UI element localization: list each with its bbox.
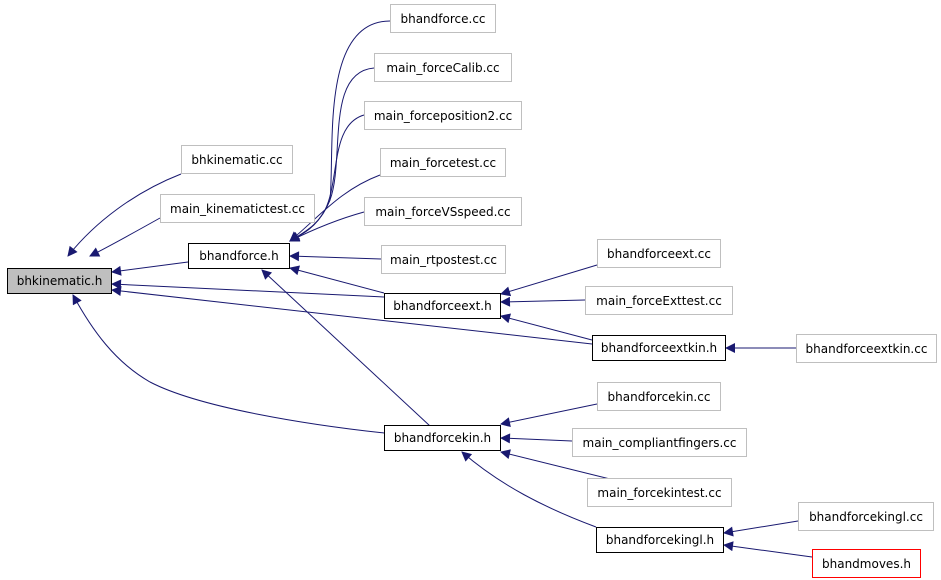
edge-main-compliantfingers-cc-to-bhandforcekin-h xyxy=(500,433,573,444)
edge-bhandforceext-h-to-bhkinematic-h xyxy=(111,279,385,298)
edge-main-forceposition2-cc-to-bhandforce-h xyxy=(289,114,365,242)
edge-bhandforceext-cc-to-bhandforceext-h xyxy=(500,264,598,297)
edge-bhandforcekingl-cc-to-bhandforcekingl-h xyxy=(723,520,799,537)
edge-main-forcevsspeed-cc-to-bhandforce-h xyxy=(289,211,365,242)
node-main-forcekintest-cc[interactable]: main_forcekintest.cc xyxy=(587,478,732,507)
node-bhandforceext-cc[interactable]: bhandforceext.cc xyxy=(597,239,721,268)
edge-bhandforceextkin-h-to-bhandforceext-h xyxy=(500,313,593,341)
edge-main-forcekintest-cc-to-bhandforcekin-h xyxy=(500,449,611,480)
node-bhandforcekin-h[interactable]: bhandforcekin.h xyxy=(384,425,501,451)
edge-main-forceexttest-cc-to-bhandforceext-h xyxy=(500,296,586,307)
node-main-rtpostest-cc[interactable]: main_rtpostest.cc xyxy=(381,245,506,274)
node-main-forcetest-cc[interactable]: main_forcetest.cc xyxy=(380,148,506,177)
node-bhandforce-cc[interactable]: bhandforce.cc xyxy=(390,4,496,33)
edge-bhandmoves-h-to-bhandforcekingl-h xyxy=(723,541,813,558)
edge-bhandforce-h-to-bhkinematic-h xyxy=(111,261,189,276)
edge-bhandforcekingl-h-to-bhandforcekin-h xyxy=(461,451,597,528)
node-main-forcecalib-cc[interactable]: main_forceCalib.cc xyxy=(374,53,512,82)
node-bhandforceext-h[interactable]: bhandforceext.h xyxy=(384,293,501,319)
node-bhkinematic-h: bhkinematic.h xyxy=(7,268,112,294)
node-bhandforce-h[interactable]: bhandforce.h xyxy=(188,243,290,269)
node-main-kinematictest-cc[interactable]: main_kinematictest.cc xyxy=(160,194,315,223)
node-bhandmoves-h[interactable]: bhandmoves.h xyxy=(812,549,921,578)
node-bhandforcekin-cc[interactable]: bhandforcekin.cc xyxy=(597,382,721,411)
node-main-forceexttest-cc[interactable]: main_forceExttest.cc xyxy=(585,286,733,315)
edge-main-rtpostest-cc-to-bhandforce-h xyxy=(289,251,382,262)
edge-bhandforcekin-cc-to-bhandforcekin-h xyxy=(500,403,598,428)
node-bhandforceextkin-h[interactable]: bhandforceextkin.h xyxy=(592,335,726,361)
node-main-forceposition2-cc[interactable]: main_forceposition2.cc xyxy=(364,101,522,130)
edge-bhandforceextkin-h-to-bhkinematic-h xyxy=(111,286,593,345)
node-main-compliantfingers-cc[interactable]: main_compliantfingers.cc xyxy=(572,428,747,457)
edge-bhkinematic-cc-to-bhkinematic-h xyxy=(67,173,182,257)
node-bhkinematic-cc[interactable]: bhkinematic.cc xyxy=(181,145,293,174)
node-bhandforcekingl-h[interactable]: bhandforcekingl.h xyxy=(596,527,724,553)
edge-bhandforcekin-h-to-bhandforce-h xyxy=(261,269,431,427)
edge-bhandforcekin-h-to-bhkinematic-h xyxy=(72,294,385,434)
node-main-forcevsspeed-cc[interactable]: main_forceVSspeed.cc xyxy=(364,197,522,226)
edge-bhandforceext-h-to-bhandforce-h xyxy=(289,265,385,294)
edge-main-kinematictest-cc-to-bhkinematic-h xyxy=(89,217,161,257)
node-bhandforceextkin-cc[interactable]: bhandforceextkin.cc xyxy=(796,334,937,363)
node-bhandforcekingl-cc[interactable]: bhandforcekingl.cc xyxy=(798,502,934,531)
